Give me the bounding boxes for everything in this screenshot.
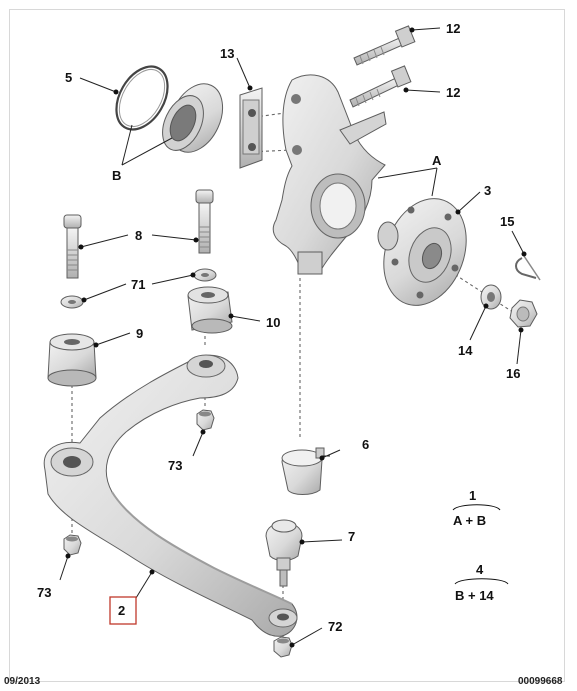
- nut-part-72: [273, 636, 293, 658]
- callout-label-14: 14: [458, 343, 473, 358]
- nut-part-73-upper: [196, 409, 215, 431]
- bushing-part-9: [47, 333, 97, 387]
- callout-label-A: A: [432, 153, 442, 168]
- callout-label-3: 3: [484, 183, 491, 198]
- leader-lines: [59, 27, 527, 648]
- bolt-part-12-upper: [353, 25, 416, 66]
- circlip-part-5: [115, 65, 169, 131]
- callout-label-13: 13: [220, 46, 234, 61]
- washer-part-71-left: [60, 295, 84, 309]
- lower-control-arm-part-2: [43, 354, 298, 637]
- washer-part-71-right: [193, 268, 217, 282]
- callout-label-73-lower: 73: [37, 585, 51, 600]
- callout-label-10: 10: [266, 315, 280, 330]
- callout-label-12-lower: 12: [446, 85, 460, 100]
- assembly-legend: 1 A + B 4 B + 14: [452, 488, 509, 603]
- bolt-part-12-lower: [349, 65, 412, 108]
- callout-label-5: 5: [65, 70, 72, 85]
- washer-part-14: [480, 284, 502, 310]
- callout-label-15: 15: [500, 214, 514, 229]
- nut-part-16: [509, 299, 538, 328]
- legend-item-1-number: 1: [469, 488, 476, 503]
- callout-label-72: 72: [328, 619, 342, 634]
- callout-label-6: 6: [362, 437, 369, 452]
- callout-label-8: 8: [135, 228, 142, 243]
- wheel-bearing-B: [162, 83, 224, 153]
- legend-item-4-formula: B + 14: [455, 588, 494, 603]
- legend-item-4-number: 4: [476, 562, 484, 577]
- callout-labels: 5 B 13 12 12 A 3 15 14 16 8 71 9 10 73 6…: [37, 21, 520, 634]
- callout-label-16: 16: [506, 366, 520, 381]
- callout-label-7: 7: [348, 529, 355, 544]
- bushing-part-10: [187, 286, 233, 334]
- nut-part-73-lower: [63, 534, 82, 556]
- ball-joint-part-7: [265, 519, 303, 587]
- sensor-bracket-part-13: [239, 87, 263, 169]
- callout-label-12-upper: 12: [446, 21, 460, 36]
- callout-label-73-upper: 73: [168, 458, 182, 473]
- bolt-part-8-right: [195, 189, 214, 254]
- callout-label-9: 9: [136, 326, 143, 341]
- callout-label-2: 2: [118, 603, 125, 618]
- footer-date: 09/2013: [4, 676, 41, 687]
- cotter-pin-part-15: [515, 255, 541, 281]
- bolt-part-8-left: [63, 214, 82, 279]
- legend-item-1-formula: A + B: [453, 513, 486, 528]
- clamp-part-6: [281, 447, 325, 495]
- wheel-hub-part-3: [377, 198, 467, 306]
- callout-label-B: B: [112, 168, 121, 183]
- footer-reference: 00099668: [518, 676, 563, 687]
- hub-carrier-A: [272, 74, 387, 275]
- callout-label-71: 71: [131, 277, 145, 292]
- highlight-box-part-2: [109, 596, 137, 625]
